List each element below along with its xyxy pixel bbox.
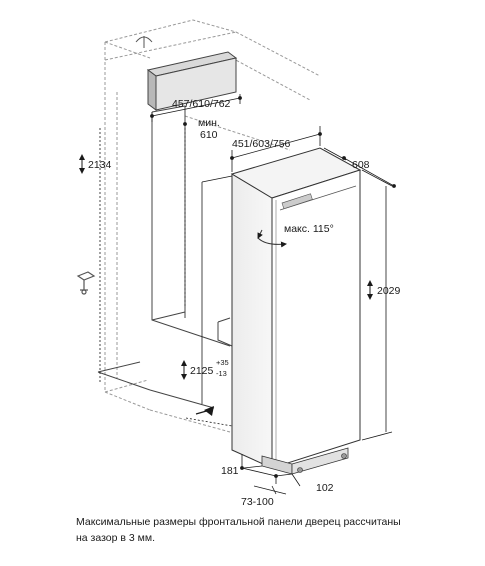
ceiling-outlet-icon xyxy=(135,36,153,48)
upper-cabinet xyxy=(146,51,238,111)
refrigerator xyxy=(230,147,362,475)
niche-outline xyxy=(104,19,321,433)
install-height-tol-minus: -13 xyxy=(216,369,227,378)
niche-height-label: 2134 xyxy=(88,159,112,171)
caption-line-2: на зазор в 3 мм. xyxy=(76,532,155,544)
depth-label: 608 xyxy=(352,159,370,171)
water-connection-icon xyxy=(76,271,96,295)
footnote-caption: Максимальные размеры фронтальной панели … xyxy=(76,514,476,546)
floor-lines xyxy=(97,361,215,409)
install-height-tol-plus: +35 xyxy=(216,358,229,367)
dimension-lines xyxy=(99,94,396,495)
plinth-depth-range-label: 73-100 xyxy=(241,496,274,508)
min-value-label: 610 xyxy=(200,129,218,141)
install-height-label: 2125 xyxy=(190,365,214,377)
door-angle-label: макс. 115° xyxy=(284,223,334,235)
niche-carcass xyxy=(151,105,233,347)
caption-line-1: Максимальные размеры фронтальной панели … xyxy=(76,516,401,528)
panel-widths-label: 457/610/762 xyxy=(172,98,231,110)
appliance-height-label: 2029 xyxy=(377,285,401,297)
niche-widths-label: 451/603/756 xyxy=(232,138,291,150)
plinth-gap-label: 102 xyxy=(316,482,334,494)
min-label: мин. xyxy=(198,117,220,129)
plinth-height-label: 181 xyxy=(221,465,239,477)
dimension-arrows xyxy=(79,154,373,416)
door-swing-arc xyxy=(257,229,287,248)
